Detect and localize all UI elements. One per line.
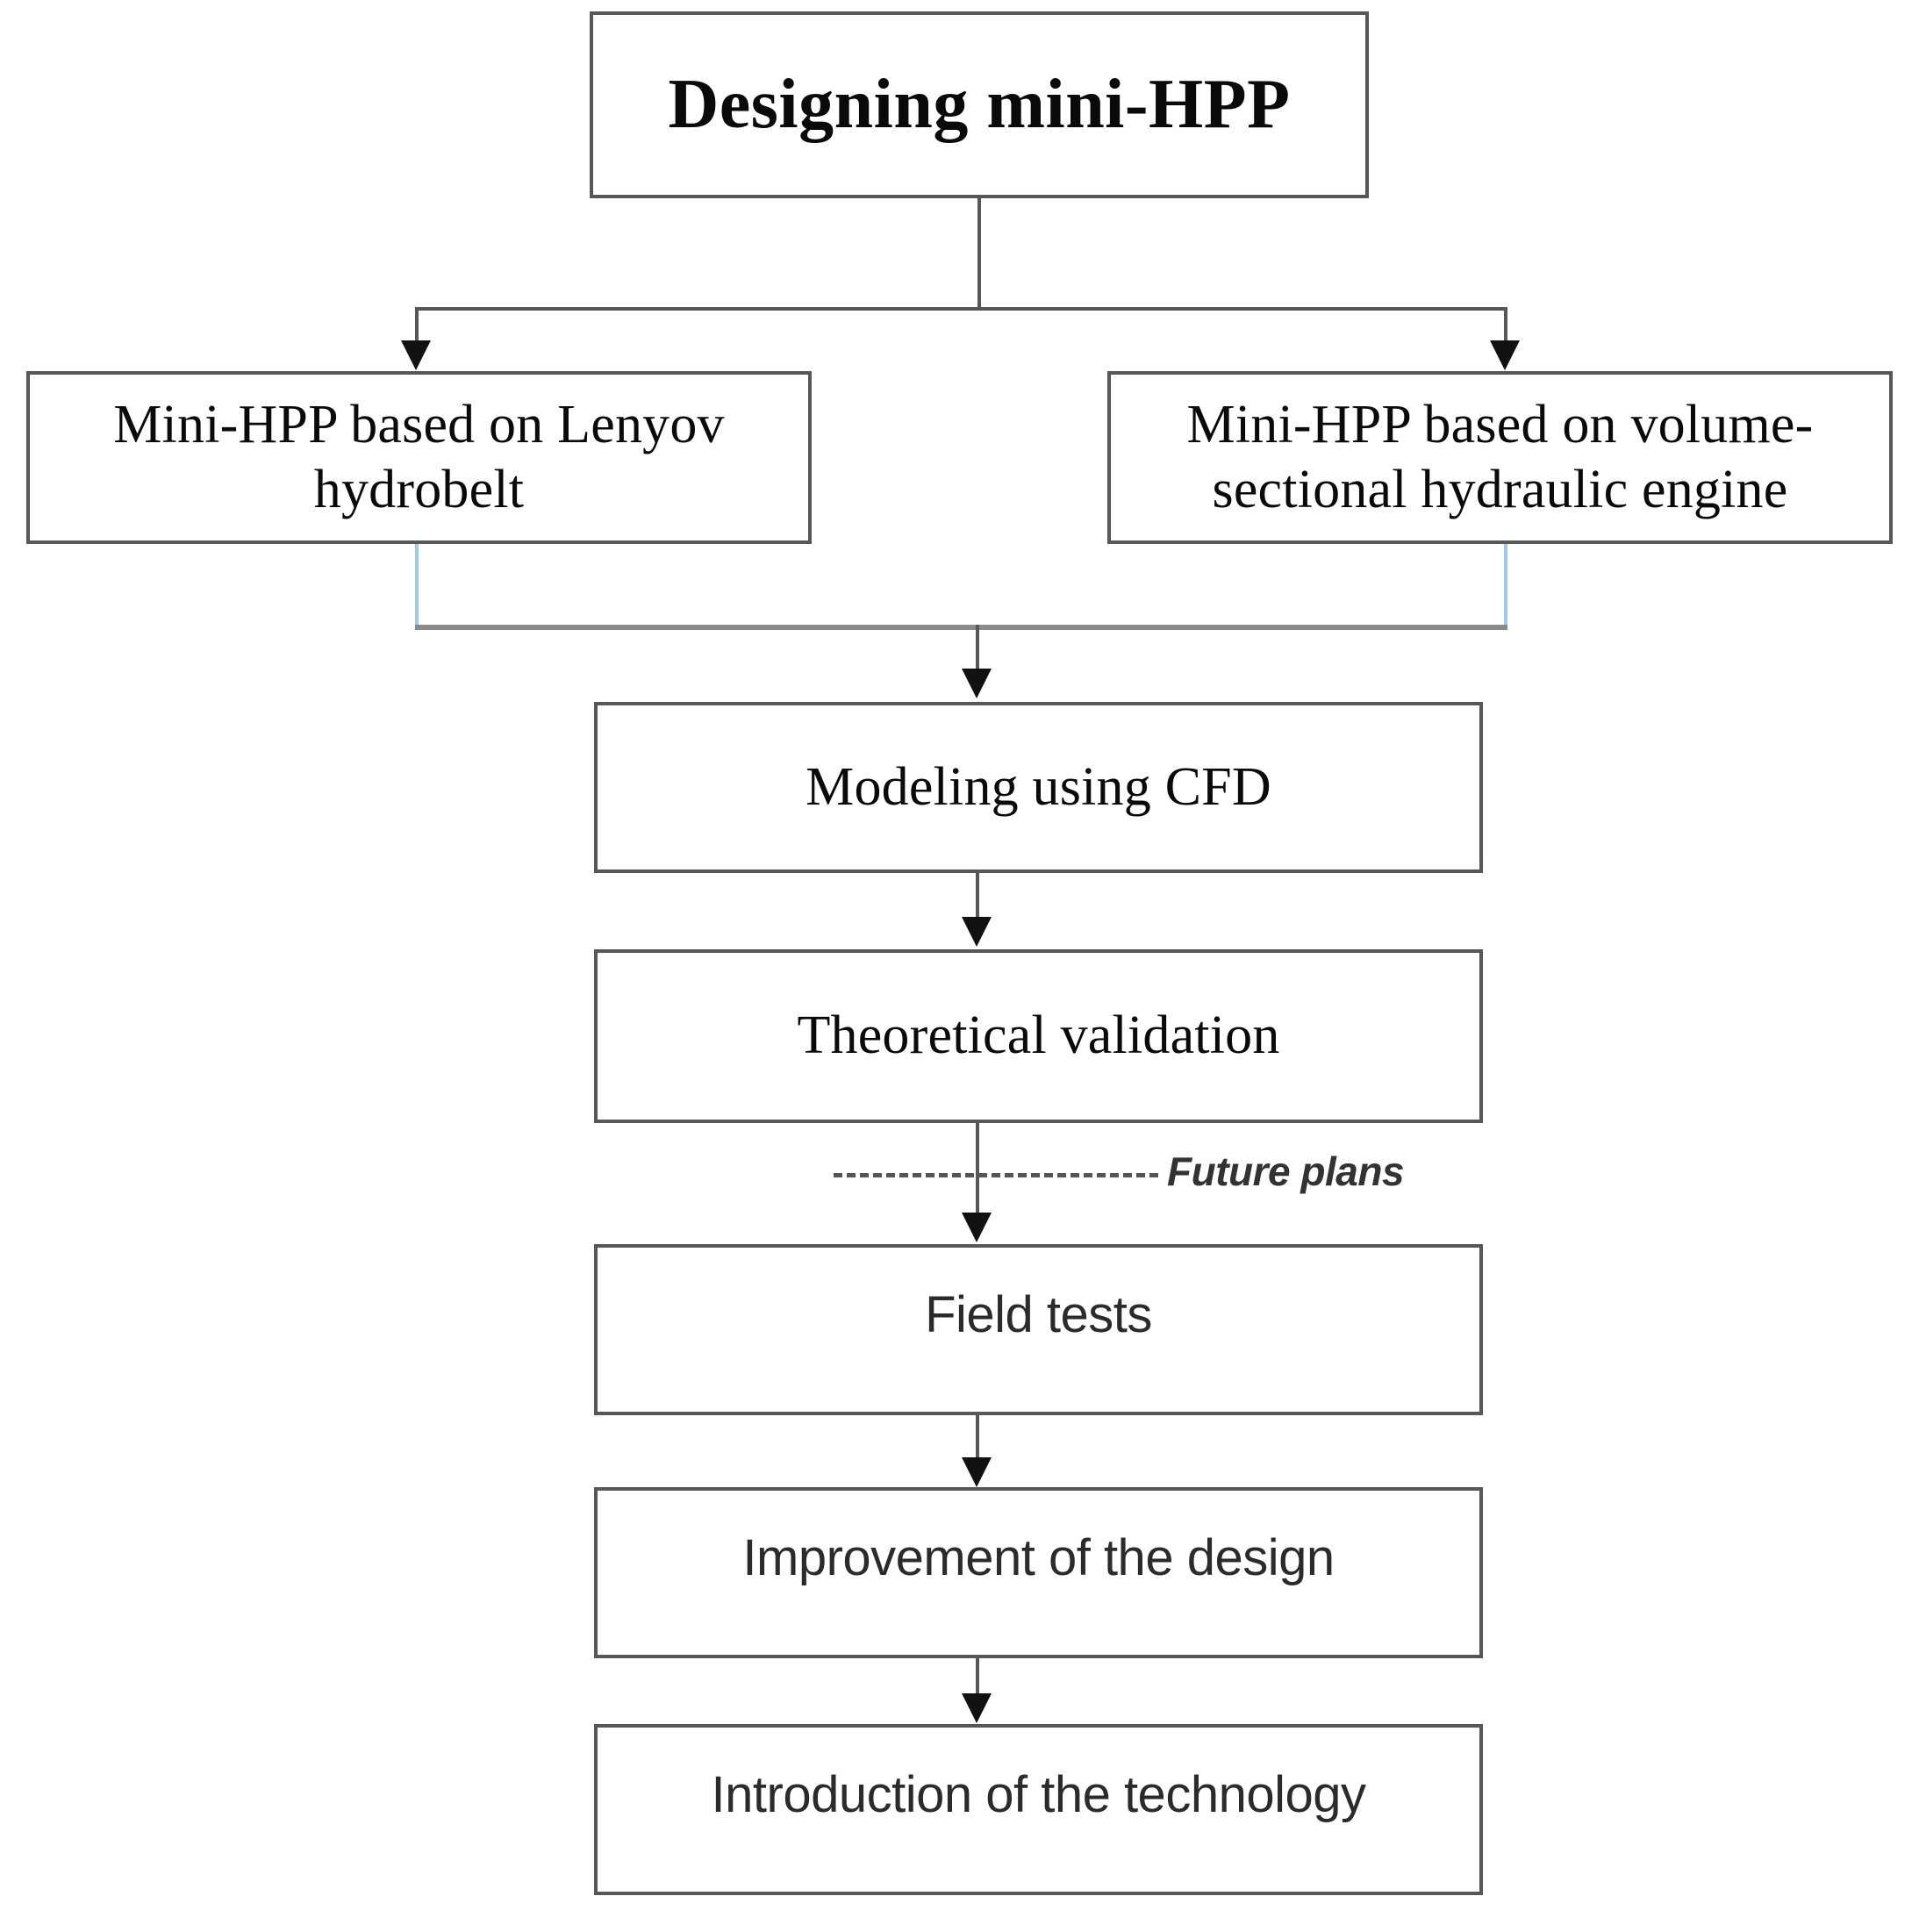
node-label: Mini-HPP based on volume-sectional hydra… (1186, 395, 1814, 519)
connector-improvement-to-introduction (976, 1658, 979, 1695)
connector-title-stem (977, 198, 981, 307)
arrowhead-to-right-branch (1490, 340, 1520, 370)
node-designing-mini-hpp[interactable]: Designing mini-HPP (590, 11, 1369, 198)
arrowhead-to-left-branch (401, 340, 431, 370)
node-label: Designing mini-HPP (668, 66, 1291, 144)
node-label: Improvement of the design (742, 1529, 1335, 1586)
node-label: Modeling using CFD (806, 756, 1271, 817)
connector-left-branch-down (415, 544, 419, 628)
node-label: Field tests (925, 1286, 1152, 1343)
future-plans-label: Future plans (1167, 1148, 1405, 1194)
connector-merge-stem (976, 625, 979, 670)
node-field-tests[interactable]: Field tests (594, 1244, 1483, 1415)
arrowhead-to-field-tests (962, 1213, 992, 1242)
node-theoretical-validation[interactable]: Theoretical validation (594, 949, 1483, 1123)
node-label: Theoretical validation (797, 1005, 1280, 1066)
arrowhead-to-improvement (962, 1457, 992, 1487)
connector-right-branch-down (1504, 544, 1507, 628)
node-introduction-of-the-technology[interactable]: Introduction of the technology (594, 1724, 1483, 1895)
connector-merge-bar (415, 625, 1507, 630)
connector-field-tests-to-improvement (976, 1415, 979, 1459)
node-modeling-using-cfd[interactable]: Modeling using CFD (594, 702, 1483, 873)
node-label: Mini-HPP based on Lenyov hydrobelt (113, 395, 725, 519)
arrowhead-to-theoretical-validation (962, 917, 992, 947)
connector-validation-to-field-tests (976, 1123, 979, 1214)
node-mini-hpp-volume-sectional-hydraulic-engine[interactable]: Mini-HPP based on volume-sectional hydra… (1107, 371, 1893, 544)
node-improvement-of-the-design[interactable]: Improvement of the design (594, 1487, 1483, 1658)
connector-fork-right-drop (1504, 307, 1507, 342)
node-mini-hpp-lenyov-hydrobelt[interactable]: Mini-HPP based on Lenyov hydrobelt (26, 371, 812, 544)
connector-modeling-to-validation (976, 873, 979, 919)
future-plans-divider (834, 1173, 1158, 1177)
node-label: Introduction of the technology (711, 1766, 1366, 1823)
connector-fork-left-drop (415, 307, 419, 342)
arrowhead-to-introduction (962, 1693, 992, 1723)
arrowhead-to-modeling (962, 669, 992, 698)
connector-fork-bar (415, 307, 1507, 311)
